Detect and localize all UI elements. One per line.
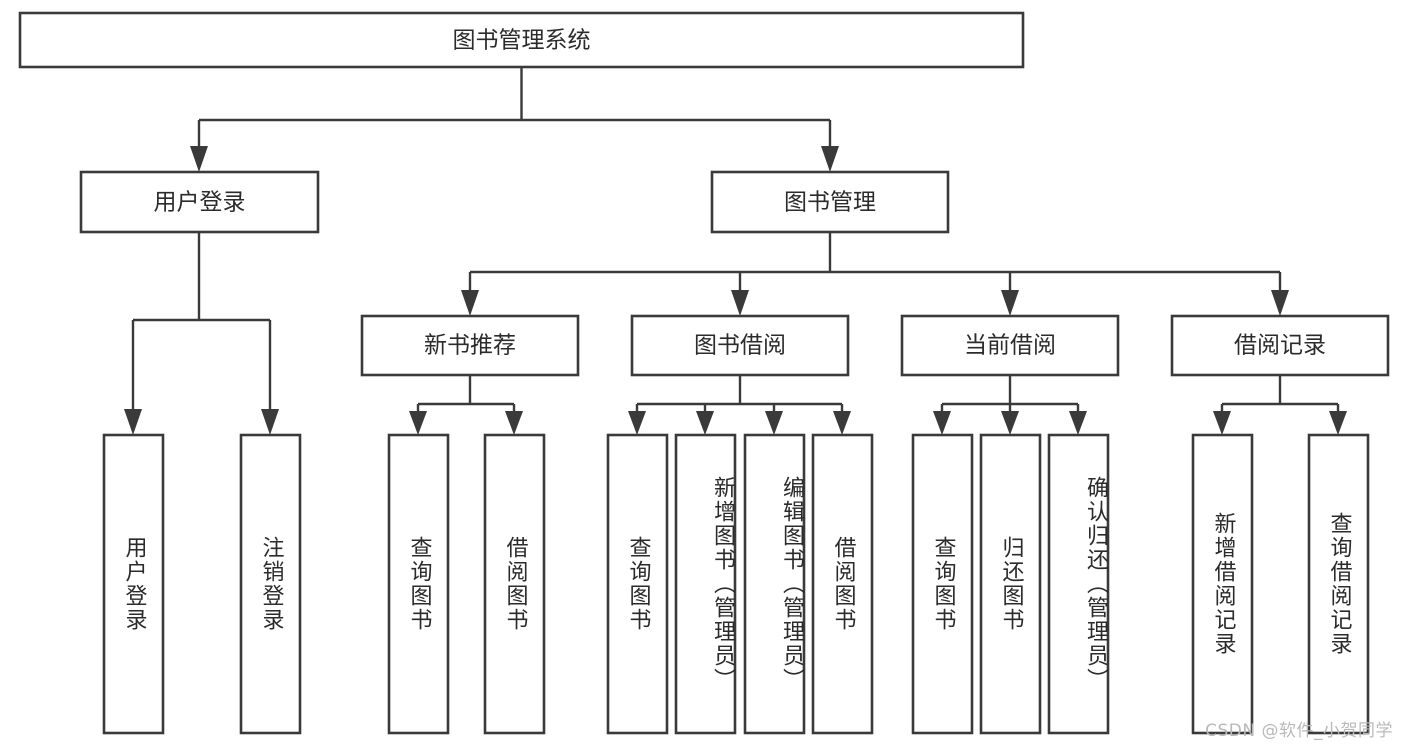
node-user-login[interactable]: 用户登录 (79, 170, 320, 234)
leaf-box-cb-confirm-return[interactable] (1047, 433, 1110, 735)
node-borrow-record-label: 借阅记录 (1234, 333, 1326, 359)
node-new-book-recommend-label: 新书推荐 (424, 333, 516, 359)
arrow-head-current-borrow (1001, 290, 1019, 316)
arrow-head-bb-leaf-2 (696, 411, 714, 435)
arrow-head-bb-leaf-4 (833, 411, 851, 435)
connector-group-borrow-record (1213, 375, 1347, 435)
node-book-management-box[interactable] (710, 170, 950, 234)
node-book-management-label: 图书管理 (784, 190, 876, 216)
leaf-box-cb-return-book[interactable] (979, 433, 1042, 735)
arrow-head-leaf-user-login (124, 409, 142, 435)
node-user-login-label: 用户登录 (154, 190, 246, 216)
node-book-borrow-box[interactable] (630, 314, 850, 377)
connector-group-new-book (409, 375, 523, 435)
arrow-head-borrow-record (1271, 290, 1289, 316)
leaf-box-bb-add-book[interactable] (674, 433, 737, 735)
leaf-box-br-add-record[interactable] (1191, 433, 1254, 735)
node-book-borrow[interactable]: 图书借阅 (630, 314, 850, 377)
leaf-box-logout[interactable] (239, 433, 302, 735)
node-root[interactable]: 图书管理系统 (18, 11, 1025, 69)
arrow-head-cb-leaf-3 (1069, 411, 1087, 435)
arrow-head-nb-leaf-1 (409, 411, 427, 435)
node-current-borrow[interactable]: 当前借阅 (900, 314, 1120, 377)
leaf-box-nb-query-book[interactable] (387, 433, 450, 735)
node-borrow-record-box[interactable] (1170, 314, 1390, 377)
arrow-head-new-book (461, 290, 479, 316)
arrow-head-user-login (190, 146, 208, 172)
arrow-head-br-leaf-1 (1213, 411, 1231, 435)
arrow-head-bb-leaf-3 (765, 411, 783, 435)
node-new-book-recommend[interactable]: 新书推荐 (360, 314, 580, 377)
node-root-label: 图书管理系统 (453, 28, 591, 54)
arrow-head-cb-leaf-2 (1001, 411, 1019, 435)
connector-group-book-mgmt (461, 232, 1289, 316)
leaf-box-user-login[interactable] (102, 433, 165, 735)
leaf-box-bb-query-book[interactable] (606, 433, 669, 735)
arrow-head-bb-leaf-1 (628, 411, 646, 435)
leaf-box-bb-borrow-book[interactable] (811, 433, 874, 735)
node-new-book-recommend-box[interactable] (360, 314, 580, 377)
arrow-head-book-mgmt (821, 146, 839, 172)
arrow-head-br-leaf-2 (1329, 411, 1347, 435)
arrow-head-leaf-logout (261, 409, 279, 435)
connector-group-book-borrow (628, 375, 851, 435)
arrow-head-nb-leaf-2 (505, 411, 523, 435)
leaf-box-br-query-record[interactable] (1307, 433, 1370, 735)
node-current-borrow-box[interactable] (900, 314, 1120, 377)
node-root-box[interactable] (18, 11, 1025, 69)
watermark-text: CSDN @软件_小贺同学 (1205, 721, 1393, 741)
connector-group-user-login (124, 232, 279, 435)
leaf-box-bb-edit-book[interactable] (743, 433, 806, 735)
leaf-box-nb-borrow-book[interactable] (483, 433, 546, 735)
leaf-box-cb-query-book[interactable] (911, 433, 974, 735)
node-book-borrow-label: 图书借阅 (694, 333, 786, 359)
node-borrow-record[interactable]: 借阅记录 (1170, 314, 1390, 377)
connector-group-root (190, 67, 839, 172)
arrow-head-cb-leaf-1 (933, 411, 951, 435)
node-user-login-box[interactable] (79, 170, 320, 234)
node-book-management[interactable]: 图书管理 (710, 170, 950, 234)
connector-group-current-borrow (933, 375, 1087, 435)
arrow-head-book-borrow (731, 290, 749, 316)
node-current-borrow-label: 当前借阅 (964, 333, 1056, 359)
